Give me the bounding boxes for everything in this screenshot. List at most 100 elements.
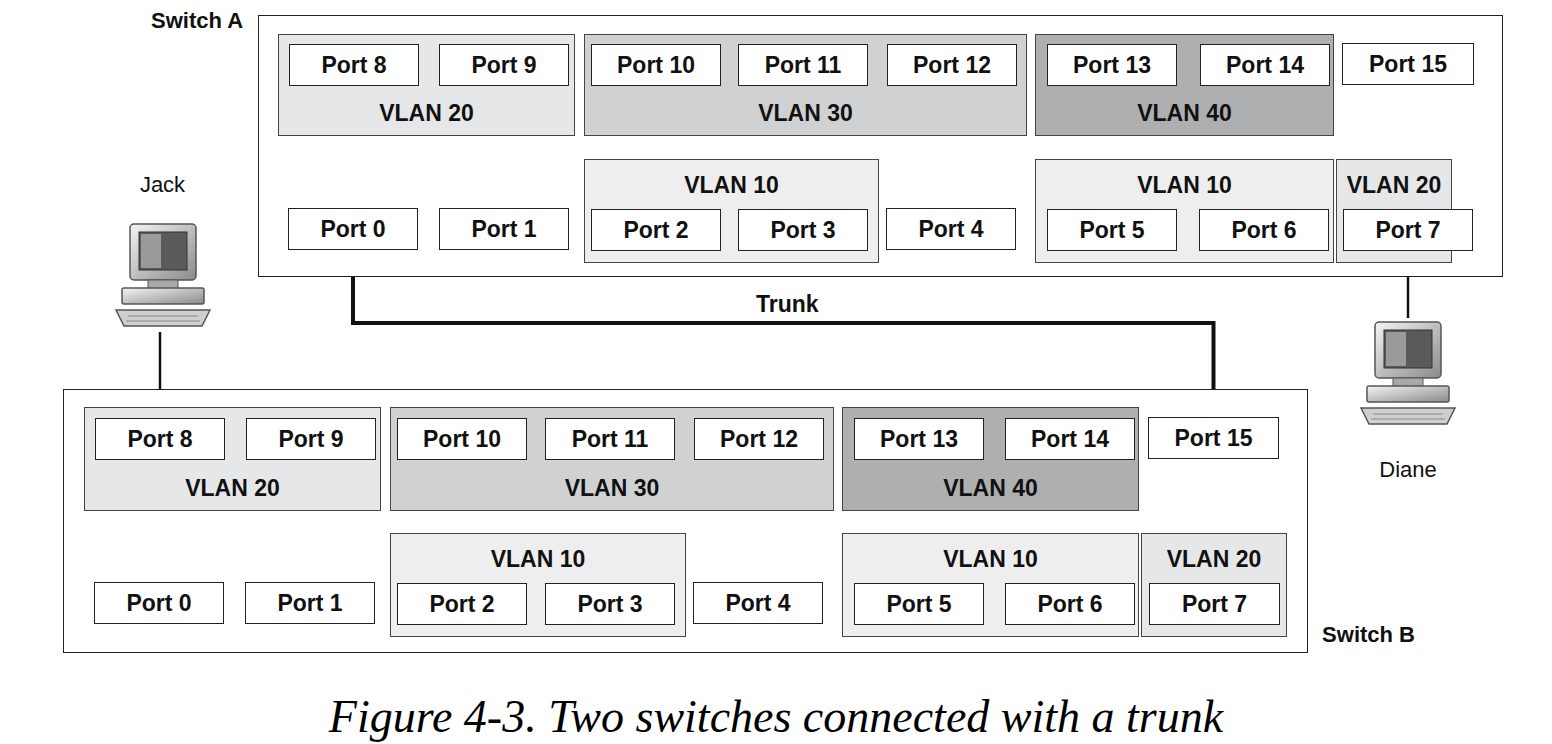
port-label: Port 5	[886, 591, 951, 618]
vlan-group: VLAN 10 Port 2 Port 3	[390, 533, 686, 637]
user-label: Jack	[140, 172, 185, 198]
computer-icon	[108, 220, 218, 332]
port-box: Port 5	[854, 583, 984, 625]
vlan-group: VLAN 10 Port 2 Port 3	[584, 159, 879, 263]
port-box: Port 15	[1148, 417, 1279, 459]
vlan-group: VLAN 20 Port 8 Port 9	[278, 34, 575, 136]
port-label: Port 0	[126, 590, 191, 617]
vlan-label: VLAN 20	[1347, 172, 1442, 199]
port-box: Port 7	[1149, 583, 1280, 625]
port-box: Port 6	[1005, 583, 1135, 625]
port-box: Port 6	[1199, 209, 1329, 251]
port-label: Port 13	[1073, 52, 1151, 79]
port-box: Port 8	[95, 418, 225, 460]
vlan-label: VLAN 40	[1137, 100, 1232, 127]
port-label: Port 9	[278, 426, 343, 453]
vlan-group: VLAN 40 Port 13 Port 14	[842, 407, 1139, 511]
computer-icon	[1353, 318, 1463, 430]
vlan-label: VLAN 20	[379, 100, 474, 127]
port-label: Port 8	[127, 426, 192, 453]
port-box: Port 4	[693, 582, 823, 624]
vlan-group: VLAN 40 Port 13 Port 14	[1035, 34, 1334, 136]
port-label: Port 14	[1226, 52, 1304, 79]
port-box: Port 4	[886, 208, 1016, 250]
port-box: Port 0	[94, 582, 224, 624]
port-box: Port 9	[246, 418, 376, 460]
switch-box: Switch AVLAN 20Port 8Port 9VLAN 30Port 1…	[258, 15, 1503, 277]
port-label: Port 7	[1375, 217, 1440, 244]
port-box: Port 5	[1047, 209, 1177, 251]
port-box: Port 2	[591, 209, 721, 251]
port-box: Port 2	[397, 583, 527, 625]
port-label: Port 0	[320, 216, 385, 243]
port-box: Port 10	[397, 418, 527, 460]
computer-node: Diane	[1350, 318, 1466, 483]
vlan-label: VLAN 20	[185, 475, 280, 502]
port-label: Port 10	[617, 52, 695, 79]
port-label: Port 3	[770, 217, 835, 244]
vlan-group: VLAN 30 Port 10 Port 11 Port 12	[584, 34, 1027, 136]
port-label: Port 2	[623, 217, 688, 244]
vlan-label: VLAN 30	[565, 475, 660, 502]
port-box: Port 13	[854, 418, 984, 460]
port-label: Port 6	[1231, 217, 1296, 244]
port-box: Port 9	[439, 44, 569, 86]
port-label: Port 5	[1079, 217, 1144, 244]
port-box: Port 8	[289, 44, 419, 86]
vlan-label: VLAN 30	[758, 100, 853, 127]
port-label: Port 12	[913, 52, 991, 79]
port-label: Port 3	[577, 591, 642, 618]
port-box: Port 11	[545, 418, 675, 460]
vlan-group: VLAN 10 Port 5 Port 6	[1035, 159, 1334, 263]
port-label: Port 2	[429, 591, 494, 618]
port-label: Port 12	[720, 426, 798, 453]
port-box: Port 13	[1047, 44, 1177, 86]
port-label: Port 6	[1037, 591, 1102, 618]
vlan-label: VLAN 10	[684, 172, 779, 199]
vlan-label: VLAN 10	[943, 546, 1038, 573]
port-box: Port 7	[1343, 209, 1473, 251]
port-box: Port 1	[439, 208, 569, 250]
port-label: Port 15	[1175, 425, 1253, 452]
port-box: Port 10	[591, 44, 721, 86]
switch-label: Switch A	[151, 8, 243, 34]
port-label: Port 11	[572, 426, 649, 453]
port-label: Port 4	[918, 216, 983, 243]
port-label: Port 8	[321, 52, 386, 79]
port-box: Port 14	[1005, 418, 1135, 460]
port-label: Port 13	[880, 426, 958, 453]
port-box: Port 12	[694, 418, 824, 460]
vlan-group: VLAN 10 Port 5 Port 6	[842, 533, 1139, 637]
switch-box: Switch BVLAN 20Port 8Port 9VLAN 30Port 1…	[63, 389, 1308, 653]
port-box: Port 12	[887, 44, 1017, 86]
switch-label: Switch B	[1322, 622, 1415, 648]
vlan-group: VLAN 20 Port 7	[1141, 533, 1287, 637]
vlan-group: VLAN 20 Port 7	[1336, 159, 1452, 263]
port-label: Port 10	[423, 426, 501, 453]
figure-caption: Figure 4-3. Two switches connected with …	[0, 690, 1552, 743]
computer-node: Jack	[100, 172, 225, 332]
port-label: Port 9	[471, 52, 536, 79]
port-label: Port 1	[277, 590, 342, 617]
port-label: Port 11	[765, 52, 842, 79]
port-box: Port 3	[545, 583, 675, 625]
port-label: Port 7	[1182, 591, 1247, 618]
port-label: Port 15	[1369, 51, 1447, 78]
port-label: Port 1	[471, 216, 536, 243]
port-box: Port 3	[738, 209, 868, 251]
vlan-label: VLAN 10	[491, 546, 586, 573]
port-box: Port 14	[1200, 44, 1330, 86]
port-label: Port 4	[725, 590, 790, 617]
port-label: Port 14	[1031, 426, 1109, 453]
port-box: Port 15	[1342, 43, 1474, 85]
port-box: Port 11	[738, 44, 868, 86]
vlan-label: VLAN 40	[943, 475, 1038, 502]
vlan-group: VLAN 30 Port 10 Port 11 Port 12	[390, 407, 834, 511]
vlan-label: VLAN 10	[1137, 172, 1232, 199]
vlan-label: VLAN 20	[1167, 546, 1262, 573]
vlan-group: VLAN 20 Port 8 Port 9	[84, 407, 381, 511]
edge-label: Trunk	[752, 291, 823, 318]
port-box: Port 0	[288, 208, 418, 250]
user-label: Diane	[1379, 457, 1436, 483]
